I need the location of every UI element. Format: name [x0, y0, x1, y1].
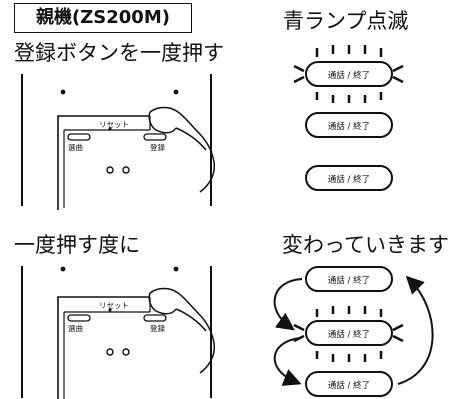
step2-status: 変わっていきます — [282, 233, 449, 257]
cycle-arrow-1 — [273, 278, 303, 331]
register-label: 登録 — [150, 142, 165, 152]
indicator-pill-top-3: 通話 / 終了 — [305, 165, 393, 191]
screw-hole-left — [60, 89, 66, 95]
indicator-label-3: 通話 / 終了 — [328, 174, 370, 185]
status-dot-4 — [122, 348, 130, 356]
register-button-2 — [143, 314, 167, 322]
step2-instruction: 一度押す度に — [14, 233, 140, 257]
reset-pinhole — [108, 127, 112, 131]
cycle-arrow-2 — [273, 337, 302, 386]
screw-hole-right-2 — [173, 266, 179, 272]
indicator-label-2: 通話 / 終了 — [328, 121, 370, 132]
cycle-arrow-return — [397, 275, 434, 385]
step1-status: 青ランプ点滅 — [283, 9, 409, 33]
indicator-label-4: 通話 / 終了 — [328, 275, 370, 286]
step1-instruction: 登録ボタンを一度押す — [14, 41, 224, 65]
hand-pressing-top — [148, 106, 216, 193]
indicator-blinking-bottom: 通話 / 終了 — [293, 306, 404, 362]
device-panel-bottom: リセット 選曲 登録 — [21, 266, 216, 399]
indicator-pill-bottom-3: 通話 / 終了 — [305, 371, 393, 397]
select-song-button — [67, 133, 91, 141]
status-dot-2 — [122, 166, 130, 174]
reset-label-2: リセット — [99, 301, 129, 310]
select-song-label-2: 選曲 — [68, 323, 83, 333]
reset-label: リセット — [99, 120, 129, 129]
screw-hole-left-2 — [60, 266, 66, 272]
screw-hole-right — [173, 89, 179, 95]
reset-pinhole-2 — [108, 308, 112, 312]
device-panel-top: リセット 選曲 登録 — [21, 74, 216, 210]
indicator-label-5: 通話 / 終了 — [328, 329, 370, 340]
select-song-button-2 — [67, 314, 91, 322]
hand-pressing-bottom — [148, 287, 216, 374]
device-label-box — [14, 3, 192, 33]
register-label-2: 登録 — [150, 323, 165, 333]
select-song-label: 選曲 — [68, 142, 83, 152]
register-button — [143, 133, 167, 141]
indicator-label-1: 通話 / 終了 — [328, 70, 370, 81]
indicator-pill-top-2: 通話 / 終了 — [305, 112, 393, 138]
status-dot-1 — [106, 166, 114, 174]
status-dot-3 — [106, 348, 114, 356]
indicator-blinking-top: 通話 / 終了 — [293, 45, 404, 103]
indicator-pill-bottom-1: 通話 / 終了 — [305, 266, 393, 292]
device-label: 親機(ZS200M) — [36, 7, 170, 28]
indicator-label-6: 通話 / 終了 — [328, 380, 370, 391]
